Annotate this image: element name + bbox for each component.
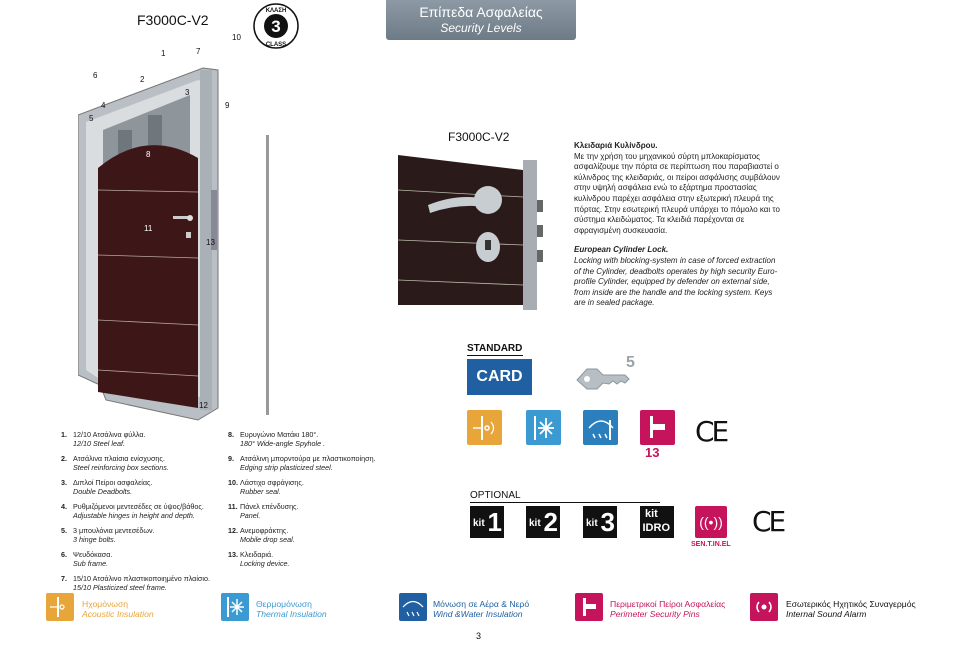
ce-mark-optional: CE bbox=[752, 505, 786, 538]
class-top-text: ΚΛΑΣΗ bbox=[266, 8, 287, 14]
acoustic-icon bbox=[46, 593, 74, 621]
thermal-icon bbox=[221, 593, 249, 621]
detail-model-label: F3000C-V2 bbox=[448, 130, 510, 144]
sensor-label: SEN.T.IN.EL bbox=[691, 541, 731, 548]
callout-13: 13 bbox=[206, 238, 215, 247]
callout-7: 7 bbox=[196, 47, 201, 56]
description-title-gr: Κλειδαριά Κυλίνδρου. bbox=[574, 141, 658, 150]
model-title: F3000C-V2 bbox=[137, 12, 209, 28]
alarm-sensor-icon: ((•)) bbox=[695, 506, 727, 538]
class-3-badge-icon: 3 ΚΛΑΣΗ CLASS bbox=[253, 3, 299, 49]
description-body-en: Locking with blocking-system in case of … bbox=[574, 255, 778, 308]
callout-5: 5 bbox=[89, 114, 94, 123]
callout-11: 11 bbox=[144, 224, 153, 233]
lock-description: Κλειδαριά Κυλίνδρου. Με την χρήση του μη… bbox=[574, 141, 784, 309]
class-bottom-text: CLASS bbox=[266, 42, 286, 48]
callout-2: 2 bbox=[140, 75, 145, 84]
acoustic-icon bbox=[467, 410, 502, 445]
description-body-gr: Με την χρήση του μηχανικού σύρτη μπλοκαρ… bbox=[574, 151, 780, 235]
optional-heading: OPTIONAL bbox=[470, 490, 660, 503]
callout-8: 8 bbox=[146, 150, 151, 159]
perimeter-pins-icon bbox=[575, 593, 603, 621]
wind-water-icon bbox=[399, 593, 427, 621]
standard-heading: STANDARD bbox=[467, 343, 523, 356]
callout-6: 6 bbox=[93, 71, 98, 80]
key-icon bbox=[576, 368, 630, 390]
ce-mark-standard: CE bbox=[695, 415, 729, 448]
alarm-icon bbox=[750, 593, 778, 621]
wind-water-icon bbox=[583, 410, 618, 445]
page-number: 3 bbox=[476, 631, 482, 641]
description-title-en: European Cylinder Lock. bbox=[574, 245, 669, 255]
badge-number-13: 13 bbox=[645, 445, 660, 460]
security-levels-banner: Επίπεδα Ασφαλείας Security Levels bbox=[386, 0, 576, 40]
perimeter-pins-icon bbox=[640, 410, 675, 445]
class-number: 3 bbox=[271, 17, 280, 36]
callout-10: 10 bbox=[232, 33, 241, 42]
callout-12: 12 bbox=[199, 401, 208, 410]
banner-title-gr: Επίπεδα Ασφαλείας bbox=[419, 4, 543, 20]
thermal-icon bbox=[526, 410, 561, 445]
callout-1: 1 bbox=[161, 49, 166, 58]
callout-9: 9 bbox=[225, 101, 230, 110]
callout-3: 3 bbox=[185, 88, 190, 97]
handle-closeup-photo bbox=[398, 145, 553, 310]
card-badge: CARD bbox=[467, 359, 532, 395]
banner-title-en: Security Levels bbox=[440, 21, 522, 35]
door-illustration bbox=[78, 67, 269, 421]
callout-4: 4 bbox=[101, 101, 106, 110]
key-count: 5 bbox=[626, 354, 635, 371]
